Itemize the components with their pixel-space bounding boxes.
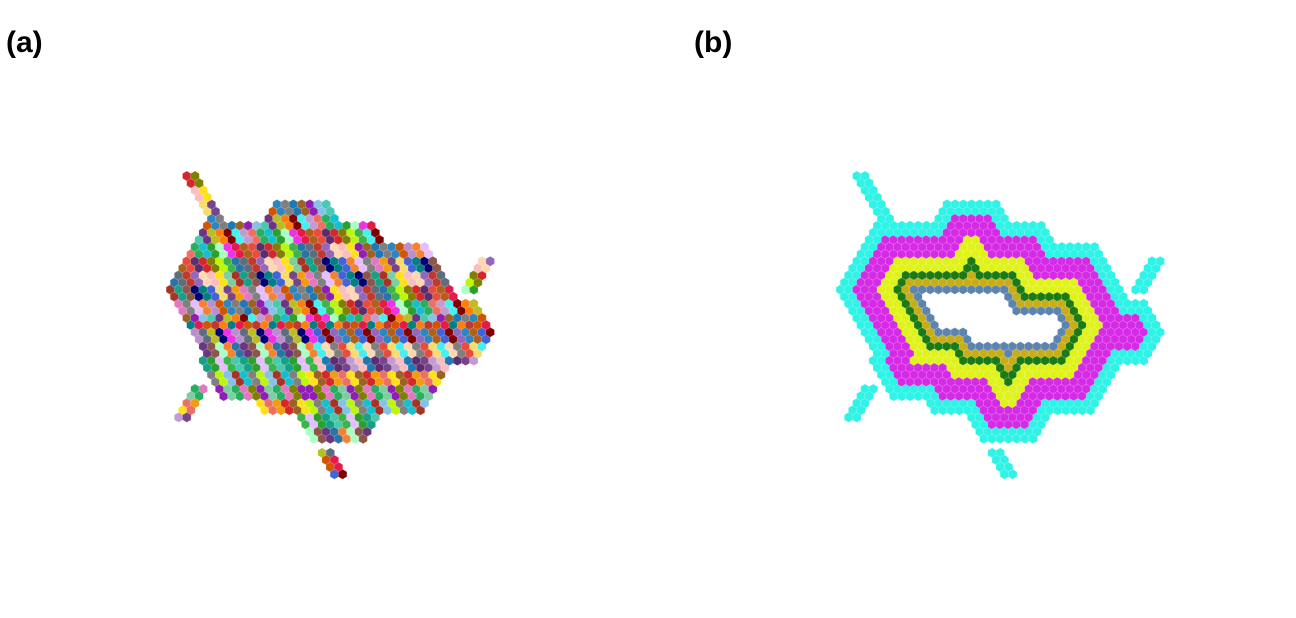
panel-label-a: (a) bbox=[6, 26, 43, 59]
hex-tile bbox=[337, 468, 348, 480]
hex-tile bbox=[1147, 255, 1157, 267]
hex-tile bbox=[852, 170, 862, 182]
hex-tile bbox=[1155, 326, 1165, 338]
hex-tile bbox=[1155, 255, 1165, 267]
hex-tile bbox=[329, 468, 340, 480]
hex-tile bbox=[174, 412, 184, 423]
hexagon-assembly-layered bbox=[835, 170, 1165, 480]
panel-label-b: (b) bbox=[694, 26, 733, 59]
hex-tile bbox=[477, 255, 487, 267]
hex-tile bbox=[485, 326, 495, 338]
hex-tile bbox=[860, 170, 870, 182]
hex-tile bbox=[190, 170, 200, 182]
hex-tile bbox=[182, 170, 192, 182]
hex-tile bbox=[844, 412, 854, 423]
hex-tile bbox=[999, 468, 1010, 480]
hex-tile bbox=[852, 412, 862, 423]
hex-tile bbox=[1007, 468, 1018, 480]
hex-tile bbox=[182, 412, 192, 423]
hex-tile bbox=[485, 255, 495, 267]
hexagon-assembly-multicolor bbox=[165, 170, 495, 480]
